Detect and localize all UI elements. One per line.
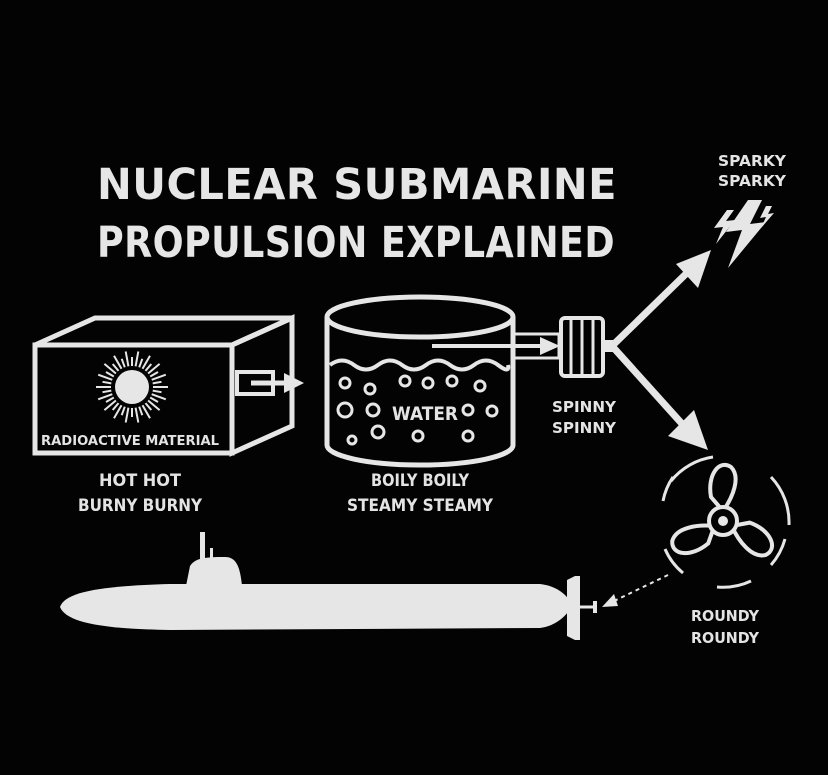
sun-ray <box>144 402 153 411</box>
sun-ray <box>152 389 162 394</box>
bubble <box>398 374 412 388</box>
arrow-to-submarine <box>602 574 669 607</box>
sun-ray <box>149 371 159 378</box>
boil-label-1: BOILY BOILY <box>371 471 470 491</box>
bubble <box>365 402 381 418</box>
sun-ray <box>124 407 130 423</box>
sparky-label-1: SPARKY <box>718 152 787 170</box>
spinny-label-2: SPINNY <box>552 419 617 437</box>
boiler-tank <box>324 294 516 468</box>
boil-label-2: STEAMY STEAMY <box>347 496 494 516</box>
sun-ray <box>147 399 161 411</box>
sun-ray <box>147 363 161 375</box>
sun-ray <box>120 406 126 416</box>
propeller-blade <box>708 463 738 515</box>
sun-ray <box>149 396 159 403</box>
sun-ray <box>111 402 120 411</box>
sun-ray <box>105 396 115 403</box>
heat-arrow <box>235 370 304 396</box>
sun-ray <box>113 355 123 370</box>
sun-ray <box>124 351 130 367</box>
bubbles <box>336 374 499 446</box>
sun-ray <box>151 393 167 401</box>
sun-ray <box>102 380 112 385</box>
bubble <box>411 429 425 443</box>
sun-ray <box>111 363 120 372</box>
roundy-label-1: ROUNDY <box>691 607 760 625</box>
bubble <box>338 376 352 390</box>
bubble <box>461 403 475 417</box>
propeller-icon <box>661 455 791 589</box>
spinny-label-1: SPINNY <box>552 398 617 416</box>
sun-ray <box>113 404 123 419</box>
sun-ray <box>138 406 144 416</box>
sun-ray <box>120 358 126 368</box>
arrow-to-propeller <box>609 343 708 450</box>
sun-ray <box>103 363 117 375</box>
sun-ray <box>151 373 167 381</box>
sun-ray <box>144 363 153 372</box>
title-line-1: NUCLEAR SUBMARINE <box>97 160 617 210</box>
propeller-blade <box>670 523 718 556</box>
bubble <box>461 429 475 443</box>
radiating-sun-icon <box>96 351 168 423</box>
lightning-bolt-icon <box>714 200 774 268</box>
bubble <box>346 434 358 446</box>
sun-ray <box>97 373 113 381</box>
propeller-blade <box>728 520 774 558</box>
sun-ray <box>97 393 113 401</box>
hot-label-1: HOT HOT <box>99 471 181 491</box>
sun-ray <box>103 399 117 411</box>
turbine <box>559 316 613 378</box>
submarine-silhouette <box>60 532 597 640</box>
sun-ray <box>105 371 115 378</box>
arrow-to-sparky <box>609 250 711 349</box>
roundy-label-2: ROUNDY <box>691 629 760 647</box>
radioactive-box <box>32 314 295 457</box>
bubble <box>336 401 354 419</box>
bubble <box>421 376 435 390</box>
sparky-label-2: SPARKY <box>718 172 787 190</box>
title-line-2: PROPULSION EXPLAINED <box>97 218 615 268</box>
sun-ray <box>152 380 162 385</box>
sun-ray <box>141 355 151 370</box>
bubble <box>370 424 386 440</box>
sun-ray <box>134 351 140 367</box>
bubble <box>445 374 459 388</box>
sun-ray <box>134 407 140 423</box>
bubble <box>473 379 487 393</box>
sun-ray <box>141 404 151 419</box>
sun-ray <box>138 358 144 368</box>
bubble <box>363 382 377 396</box>
hot-label-2: BURNY BURNY <box>78 496 203 516</box>
sun-ray <box>102 389 112 394</box>
radioactive-label: RADIOACTIVE MATERIAL <box>41 434 219 449</box>
water-label: WATER <box>392 403 458 425</box>
bubble <box>485 404 499 418</box>
